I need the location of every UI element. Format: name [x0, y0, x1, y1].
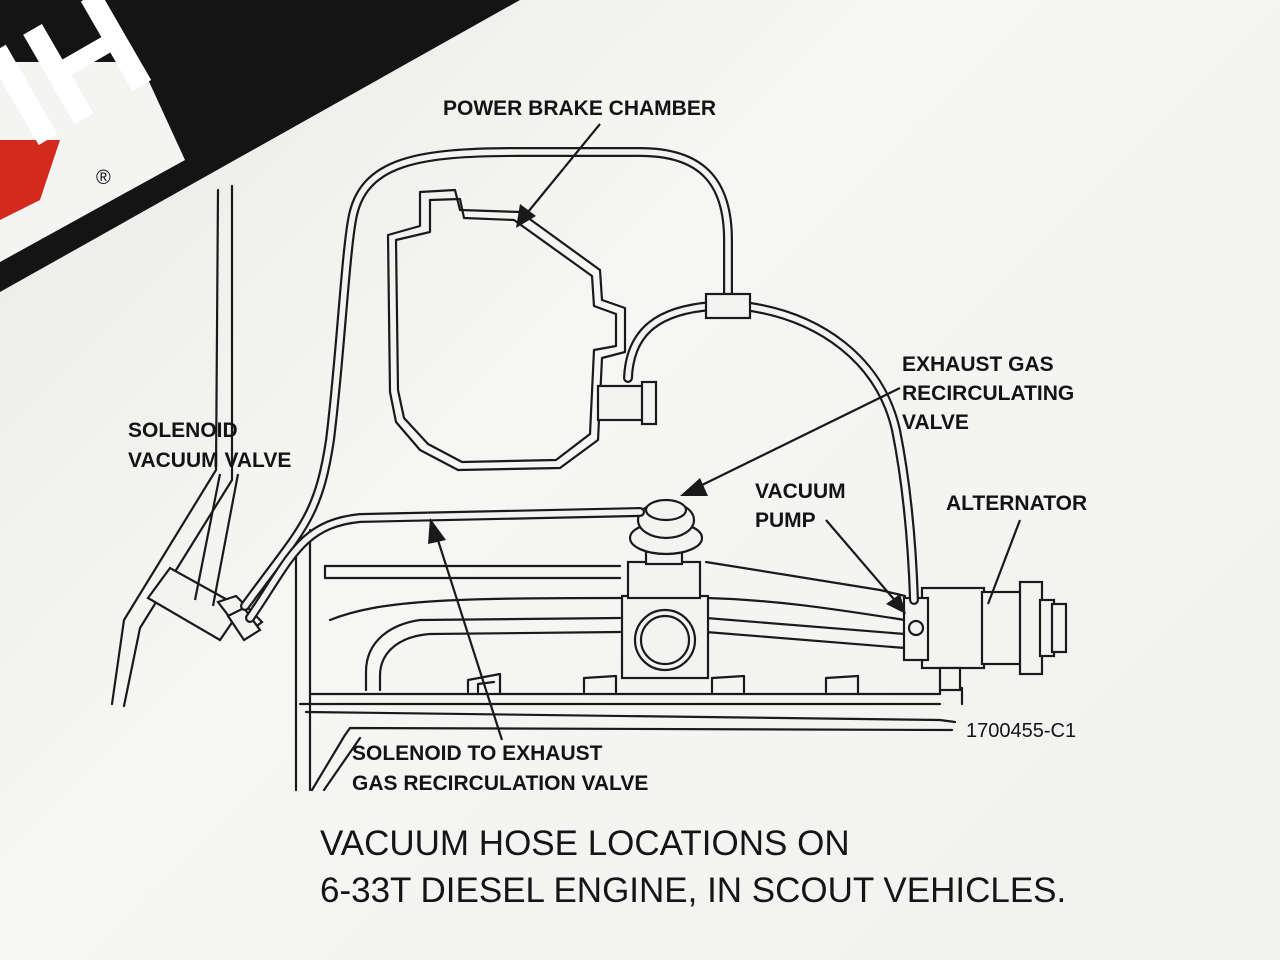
label-egr-valve-line-3: VALVE: [902, 411, 969, 434]
label-alternator: ALTERNATOR: [946, 492, 1087, 515]
label-solenoid-to-egr-line-1: SOLENOID TO EXHAUST: [352, 742, 603, 765]
leader-lines: [193, 123, 1022, 741]
registered-mark: ®: [96, 167, 111, 189]
alternator-pulley: [1018, 580, 1044, 676]
vacuum-pump: [902, 596, 930, 662]
alternator-mount: [938, 666, 962, 692]
brake-chamber-fitting: [596, 384, 648, 422]
alternator-housing: [920, 586, 986, 670]
label-power-brake-chamber: POWER BRAKE CHAMBER: [443, 97, 716, 120]
logo-red-mark: [0, 140, 60, 220]
alternator: [920, 580, 1068, 692]
reference-number: 1700455-C1: [966, 720, 1076, 742]
logo-white-panel: [0, 62, 185, 262]
label-solenoid-vacuum-valve-line-2: VACUUM VALVE: [128, 449, 291, 472]
label-vacuum-pump-line-2: PUMP: [755, 509, 816, 532]
logo-banner: IH ®: [0, 0, 520, 292]
caption-line-1: VACUUM HOSE LOCATIONS ON: [320, 824, 850, 863]
power-brake-chamber: [386, 188, 658, 472]
firewall-panel: [110, 184, 234, 708]
label-solenoid-vacuum-valve-line-1: SOLENOID: [128, 419, 238, 442]
egr-valve-neck: [626, 560, 702, 600]
egr-diaphragm-cap: [644, 498, 688, 522]
engine-block: [294, 528, 964, 792]
vacuum-hoses: [240, 147, 919, 623]
solenoid-nozzle-tip: [226, 606, 262, 642]
caption-line-2: 6-33T DIESEL ENGINE, IN SCOUT VEHICLES.: [320, 871, 1066, 910]
label-vacuum-pump-line-1: VACUUM: [755, 480, 846, 503]
hose-tee-fitting: [704, 292, 752, 320]
label-solenoid-to-egr-line-2: GAS RECIRCULATION VALVE: [352, 772, 648, 795]
alternator-pulley-ring-2: [1050, 602, 1068, 654]
label-egr-valve-line-2: RECIRCULATING: [902, 382, 1074, 405]
brake-chamber-fitting-flange: [640, 380, 658, 426]
label-egr-valve-line-1: EXHAUST GAS: [902, 353, 1054, 376]
egr-valve: [620, 498, 710, 680]
